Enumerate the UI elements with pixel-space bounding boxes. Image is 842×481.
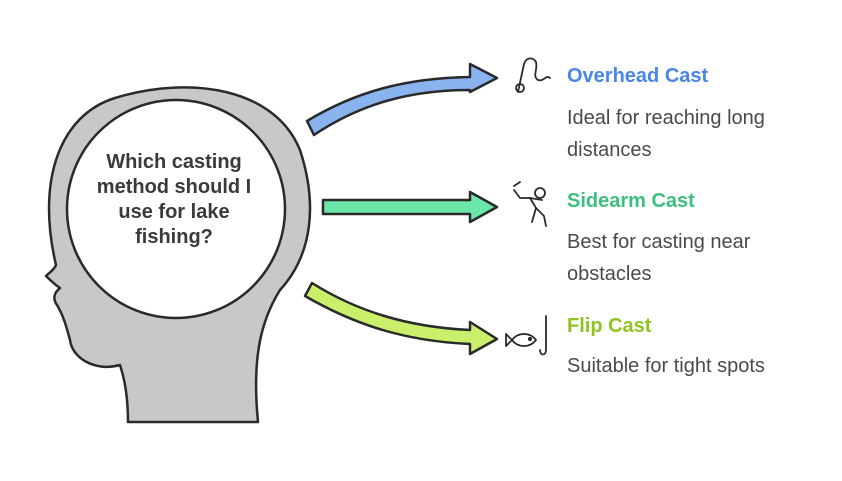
thought-circle — [65, 98, 287, 320]
casting-person-icon — [513, 181, 547, 227]
option-title-sidearm: Sidearm Cast — [567, 190, 695, 212]
option-description-overhead: Ideal for reaching long distances — [567, 107, 765, 161]
arrow-flip — [303, 281, 499, 356]
arrow-overhead — [305, 62, 499, 137]
option-description-flip: Suitable for tight spots — [567, 355, 765, 377]
fishing-rod-icon — [515, 57, 551, 93]
option-description-sidearm: Best for casting near obstacles — [567, 231, 751, 285]
arrow-sidearm — [321, 190, 499, 224]
central-question: Which casting method should I use for la… — [96, 151, 252, 248]
option-title-overhead: Overhead Cast — [567, 65, 709, 87]
option-title-flip: Flip Cast — [567, 315, 652, 337]
fish-hook-icon — [505, 315, 547, 356]
